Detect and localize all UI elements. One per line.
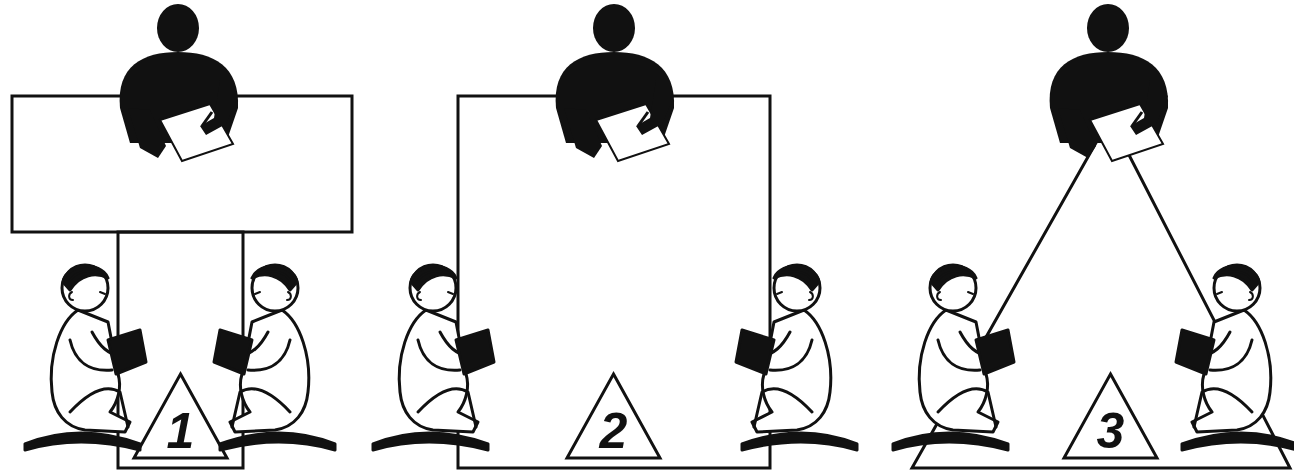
child-figure <box>373 265 494 450</box>
number-triangle: 2 <box>565 372 662 460</box>
panel-number: 1 <box>132 404 229 458</box>
number-triangle: 1 <box>132 372 229 460</box>
panel-number: 2 <box>565 404 662 458</box>
child-figure <box>736 265 857 450</box>
number-triangle: 3 <box>1062 372 1159 460</box>
child-figure <box>893 265 1014 450</box>
teacher-figure <box>120 4 238 161</box>
child-figure <box>1176 265 1294 450</box>
teacher-figure <box>1050 4 1168 161</box>
child-figure <box>25 265 146 450</box>
child-figure <box>214 265 335 450</box>
teacher-figure <box>556 4 674 161</box>
panel-number: 3 <box>1062 404 1159 458</box>
